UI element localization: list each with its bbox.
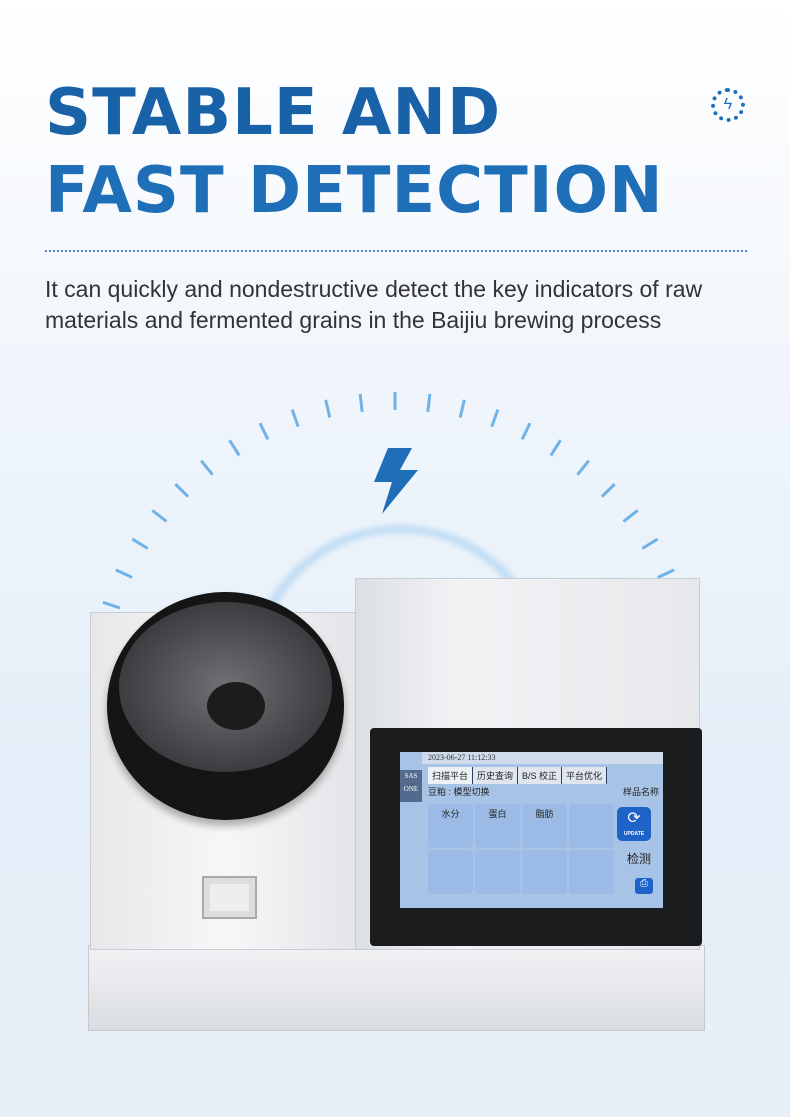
tab-optimize[interactable]: 平台优化 bbox=[562, 767, 607, 784]
gauge-tick bbox=[641, 537, 659, 550]
update-label: UPDATE bbox=[623, 831, 645, 837]
tab-history[interactable]: 历史查询 bbox=[473, 767, 518, 784]
side-label: SAS ONE bbox=[400, 770, 422, 802]
gauge-tick bbox=[324, 399, 332, 418]
gauge-tick bbox=[290, 409, 300, 428]
cell-moisture: 水分 bbox=[428, 804, 473, 848]
tab-scan[interactable]: 扫描平台 bbox=[428, 767, 473, 784]
model-switch[interactable]: 模型切换 bbox=[453, 787, 490, 797]
gauge-tick bbox=[358, 393, 364, 413]
gauge-tick bbox=[174, 483, 190, 498]
gauge-tick bbox=[657, 568, 675, 579]
gauge-tick bbox=[426, 393, 432, 413]
cell-empty bbox=[428, 850, 473, 894]
touchscreen[interactable]: 2023-06-27 11:12:33 SAS ONE 扫描平台 历史查询 B/S… bbox=[400, 752, 663, 908]
sample-row: 豆粕 : 模型切换 样品名称 bbox=[428, 787, 659, 797]
gauge-tick bbox=[576, 459, 590, 476]
print-icon[interactable]: ⎙ bbox=[635, 878, 653, 894]
tab-bs-calibration[interactable]: B/S 校正 bbox=[518, 767, 562, 784]
detect-button[interactable]: 检测 bbox=[626, 852, 651, 866]
cell-protein: 蛋白 bbox=[475, 804, 520, 848]
cell-empty bbox=[475, 850, 520, 894]
gauge-tick bbox=[520, 422, 532, 441]
headline-line-1: STABLE AND bbox=[45, 76, 502, 150]
cell-fat: 脂肪 bbox=[522, 804, 567, 848]
gauge-tick bbox=[115, 568, 133, 579]
datetime: 2023-06-27 11:12:33 bbox=[428, 753, 496, 762]
gauge-tick bbox=[622, 509, 639, 523]
cell-empty bbox=[569, 804, 614, 848]
gauge-tick bbox=[549, 439, 562, 457]
lightning-icon bbox=[374, 448, 418, 514]
status-bar: 2023-06-27 11:12:33 bbox=[422, 752, 663, 764]
cup-hub bbox=[207, 682, 265, 730]
dotted-divider bbox=[45, 250, 747, 252]
update-button[interactable]: ⟳UPDATE bbox=[617, 807, 651, 841]
headline-line-2: FAST DETECTION bbox=[45, 154, 664, 228]
device-base bbox=[88, 945, 705, 1031]
sample-cup bbox=[107, 592, 344, 820]
gauge-tick bbox=[600, 483, 616, 498]
description: It can quickly and nondestructive detect… bbox=[45, 276, 703, 333]
side-label-1: SAS bbox=[404, 772, 418, 780]
cell-empty bbox=[522, 850, 567, 894]
screen-tabs: 扫描平台 历史查询 B/S 校正 平台优化 bbox=[428, 767, 608, 784]
touchscreen-bezel: 2023-06-27 11:12:33 SAS ONE 扫描平台 历史查询 B/S… bbox=[370, 728, 702, 946]
lightning-badge-icon: ϟ bbox=[711, 88, 745, 122]
gauge-tick bbox=[458, 399, 466, 418]
sample-type[interactable]: 豆粕 bbox=[428, 787, 447, 797]
headline: STABLE AND FAST DETECTION bbox=[45, 74, 664, 230]
sample-name-label: 样品名称 bbox=[622, 787, 659, 797]
gauge-tick bbox=[490, 409, 500, 428]
power-button[interactable] bbox=[202, 876, 257, 919]
gauge-tick bbox=[258, 422, 270, 441]
gauge-tick bbox=[228, 439, 241, 457]
result-grid: 水分 蛋白 脂肪 bbox=[428, 804, 614, 894]
gauge-tick bbox=[102, 600, 121, 610]
gauge-tick bbox=[131, 537, 149, 550]
side-label-2: ONE bbox=[403, 785, 419, 793]
gauge-tick bbox=[151, 509, 168, 523]
cell-empty bbox=[569, 850, 614, 894]
gauge-tick bbox=[200, 459, 214, 476]
